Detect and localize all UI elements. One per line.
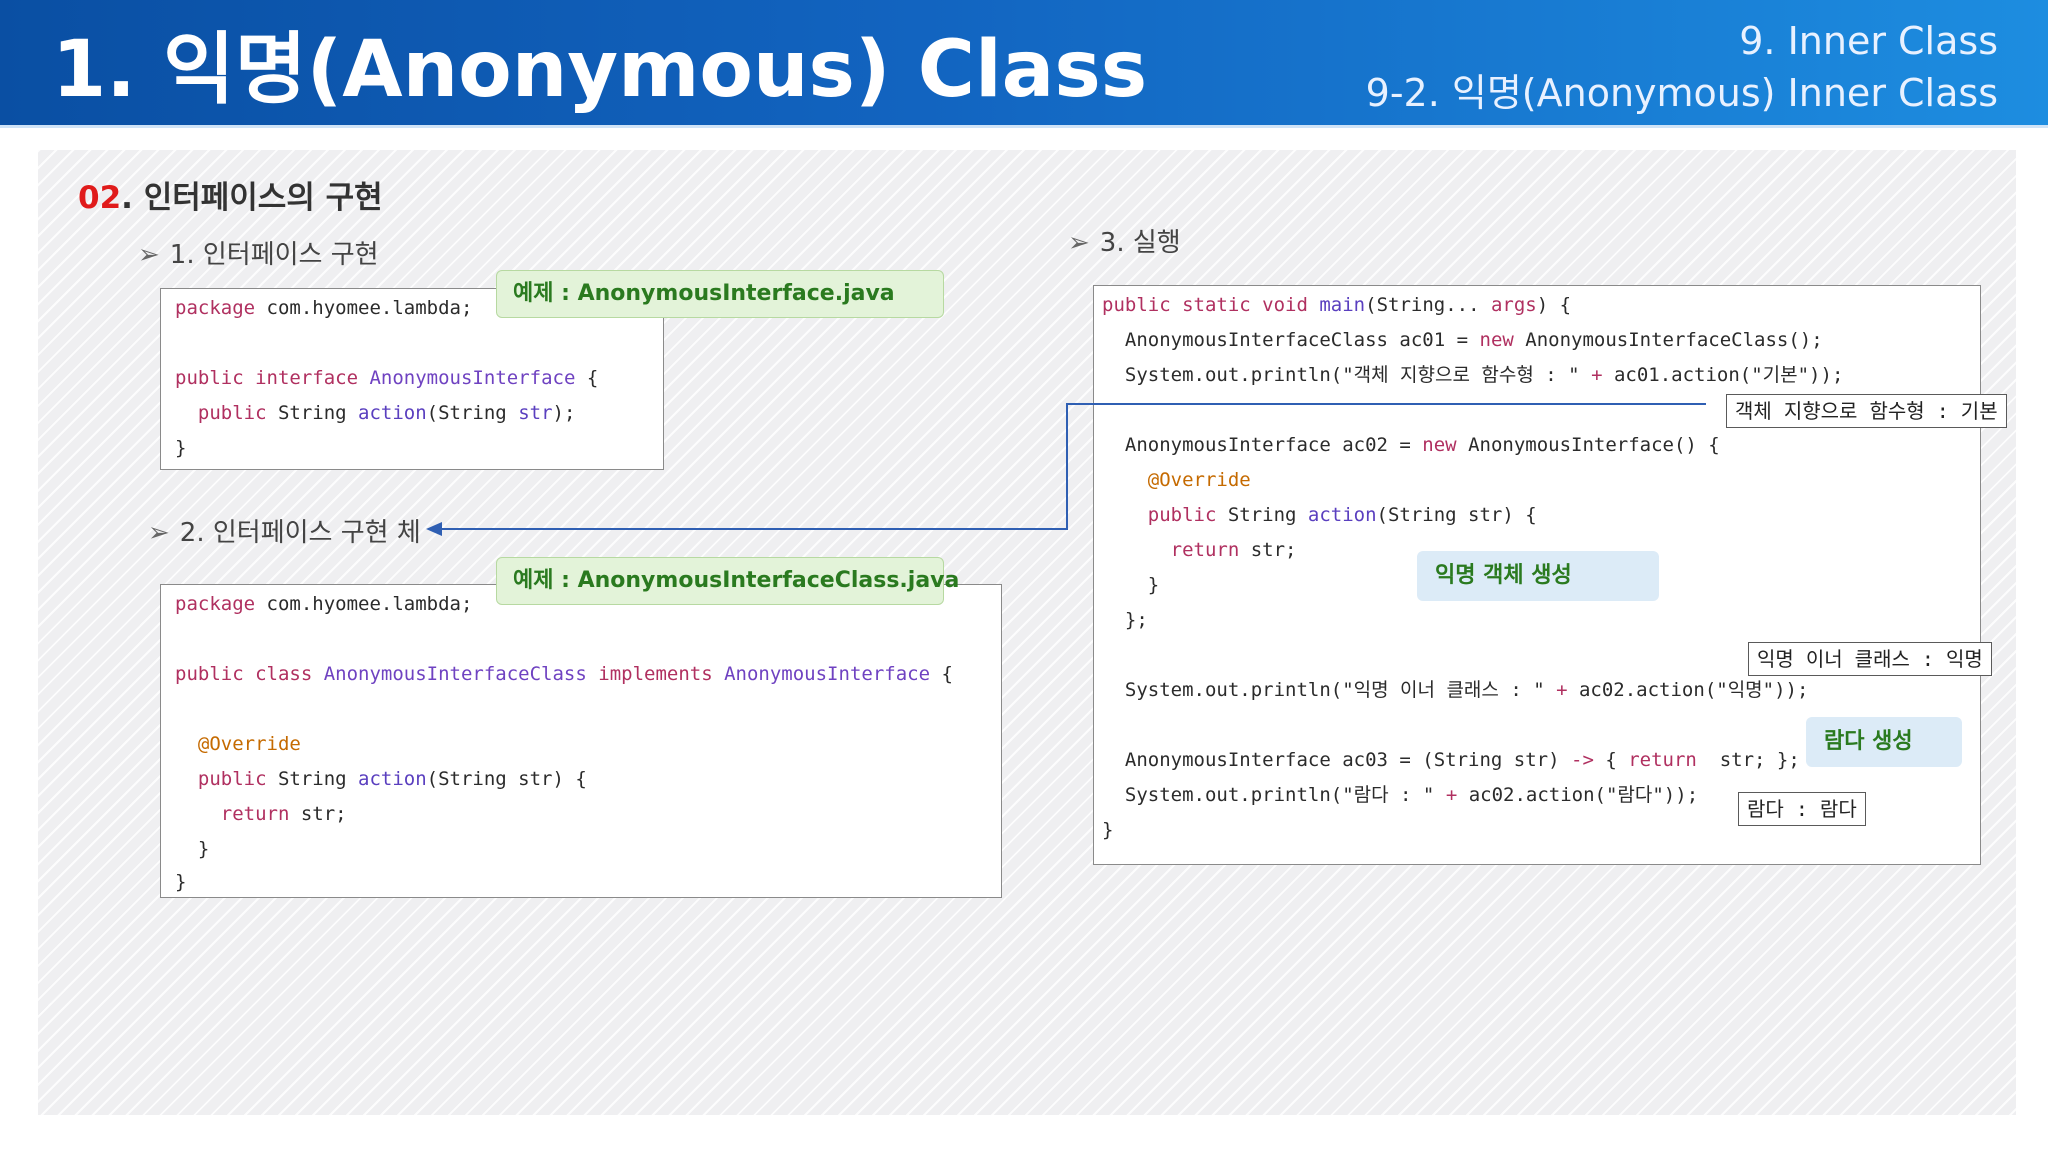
code-line: package com.hyomee.lambda;	[175, 593, 473, 615]
code-line: public static void main(String... args) …	[1102, 294, 1572, 316]
subsection-run-label: 3. 실행	[1099, 228, 1181, 258]
code-line: AnonymousInterface ac03 = (String str) -…	[1102, 749, 1800, 771]
code-line: public interface AnonymousInterface {	[175, 367, 599, 389]
code-line: }	[175, 838, 210, 860]
arrowhead-icon	[426, 522, 442, 536]
title-divider	[0, 125, 2048, 128]
section-number: 02	[78, 180, 122, 216]
arrow-bullet-icon: ➢	[138, 240, 160, 270]
example-label-interface: 예제 : AnonymousInterface.java	[496, 270, 944, 318]
subsection-implementation-label: 2. 인터페이스 구현 체	[179, 518, 421, 548]
arrow-bullet-icon: ➢	[1068, 228, 1090, 258]
code-line: }	[175, 437, 187, 459]
section-heading: 02. 인터페이스의 구현	[78, 172, 383, 217]
code-line: public String action(String str) {	[175, 768, 587, 790]
code-line: }	[175, 871, 187, 893]
output-result-anonymous: 익명 이너 클래스 : 익명	[1748, 642, 1992, 676]
title-bar	[0, 0, 2048, 125]
callout-anonymous-object: 익명 객체 생성	[1417, 551, 1659, 601]
code-line: }	[1102, 574, 1160, 596]
code-line: return str;	[175, 803, 347, 825]
example-label-implementation: 예제 : AnonymousInterfaceClass.java	[496, 557, 959, 605]
code-line: AnonymousInterfaceClass ac01 = new Anony…	[1102, 329, 1823, 351]
subsection-interface-label: 1. 인터페이스 구현	[169, 240, 379, 270]
arrow-bullet-icon: ➢	[148, 518, 170, 548]
code-line: };	[1102, 609, 1148, 631]
code-line: }	[1102, 819, 1114, 841]
code-line: public class AnonymousInterfaceClass imp…	[175, 663, 953, 685]
code-line: @Override	[175, 733, 301, 755]
code-line: System.out.println("객체 지향으로 함수형 : " + ac…	[1102, 364, 1844, 386]
code-line: AnonymousInterface ac02 = new AnonymousI…	[1102, 434, 1720, 456]
code-line: System.out.println("람다 : " + ac02.action…	[1102, 784, 1699, 806]
code-line: package com.hyomee.lambda;	[175, 297, 473, 319]
subsection-implementation: ➢ 2. 인터페이스 구현 체	[148, 512, 421, 549]
output-result-lambda: 람다 : 람다	[1738, 792, 1866, 826]
code-line: public String action(String str) {	[1102, 504, 1537, 526]
code-line: public String action(String str);	[175, 402, 576, 424]
section-title-text: 인터페이스의 구현	[132, 180, 383, 216]
code-line: return str;	[1102, 539, 1297, 561]
page-title: 1. 익명(Anonymous) Class	[52, 25, 1148, 115]
callout-lambda: 람다 생성	[1806, 717, 1962, 767]
breadcrumb-section: 9-2. 익명(Anonymous) Inner Class	[1365, 71, 1998, 115]
breadcrumb-chapter: 9. Inner Class	[1739, 19, 1998, 63]
subsection-interface: ➢ 1. 인터페이스 구현	[138, 234, 379, 271]
code-line: @Override	[1102, 469, 1251, 491]
subsection-run: ➢ 3. 실행	[1068, 222, 1181, 259]
code-block-interface: package com.hyomee.lambda; public interf…	[160, 288, 664, 470]
output-result-basic: 객체 지향으로 함수형 : 기본	[1726, 394, 2007, 428]
code-line: System.out.println("익명 이너 클래스 : " + ac02…	[1102, 679, 1809, 701]
code-block-implementation: package com.hyomee.lambda; public class …	[160, 584, 1002, 898]
section-dot: .	[121, 180, 133, 216]
